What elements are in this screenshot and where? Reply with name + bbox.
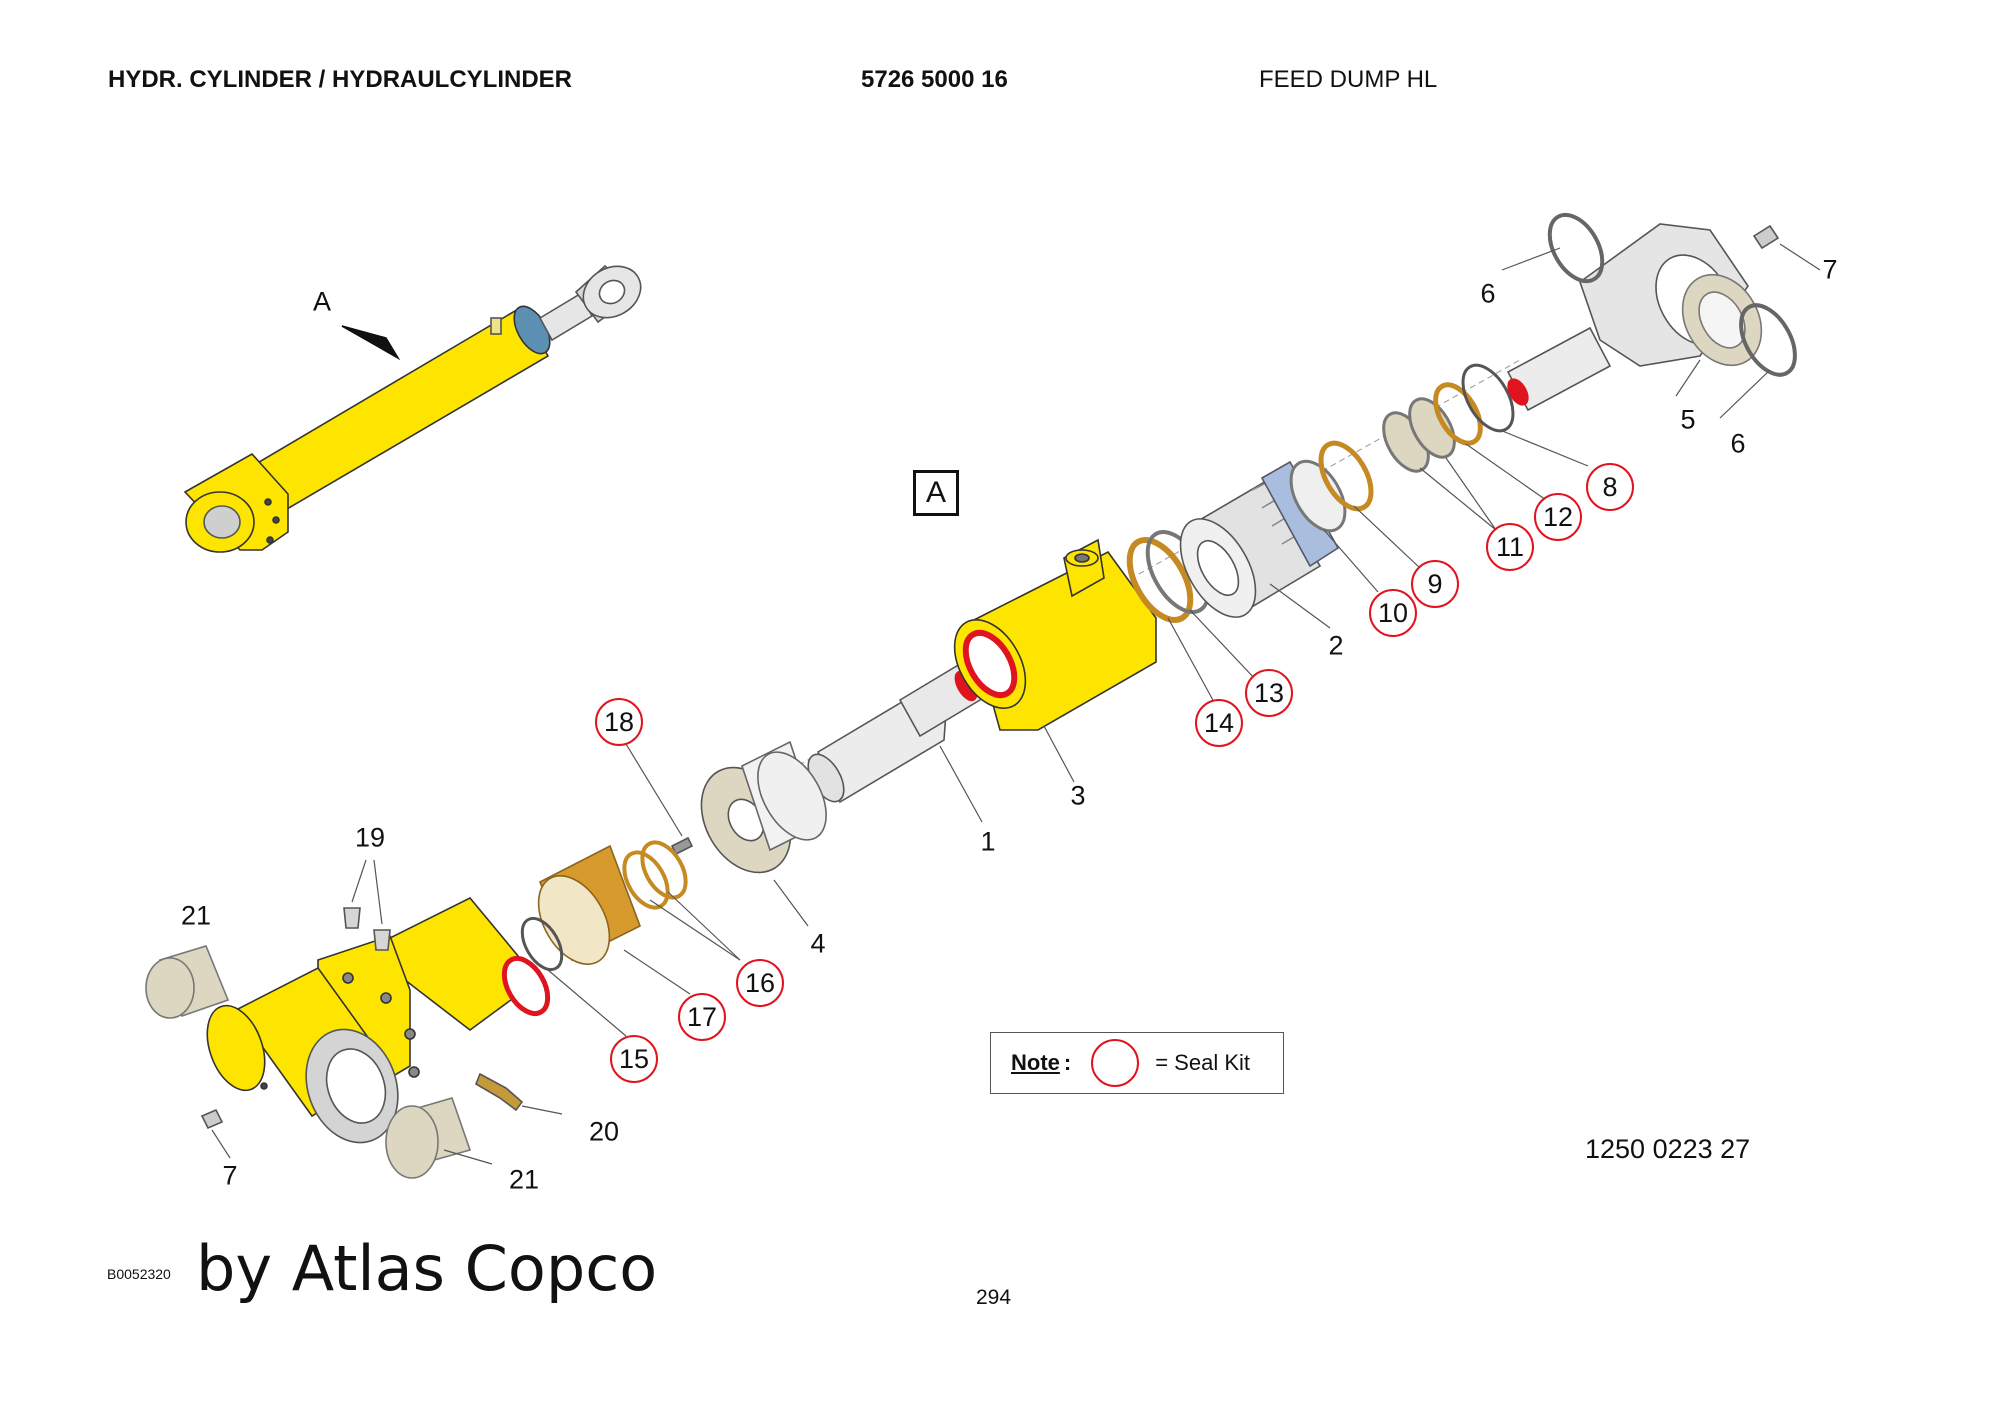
note-colon: :	[1063, 1050, 1072, 1075]
seal-ring-9	[1318, 440, 1374, 512]
callout-4: 4	[810, 928, 826, 959]
callout-15: 15	[610, 1035, 658, 1083]
piston	[700, 740, 827, 874]
plug-19a	[343, 907, 361, 929]
callout-18: 18	[595, 698, 643, 746]
callout-3: 3	[1070, 780, 1086, 811]
cylinder-head	[1179, 460, 1340, 618]
callout-14: 14	[1195, 699, 1243, 747]
rod-seal-12	[1433, 382, 1483, 446]
callout-19: 19	[354, 822, 386, 853]
callout-17: 17	[678, 993, 726, 1041]
drawing-number: 1250 0223 27	[1585, 1134, 1751, 1164]
page-number: 294	[976, 1286, 1012, 1309]
callout-20: 20	[588, 1116, 620, 1147]
header-part-number: 5726 5000 16	[861, 66, 1008, 93]
callout-13: 13	[1245, 669, 1293, 717]
callout-5: 5	[1680, 404, 1696, 435]
guide-band-17	[537, 844, 642, 965]
callout-6-right: 6	[1730, 428, 1746, 459]
valve-20	[475, 1072, 524, 1112]
callout-7-bottom: 7	[222, 1160, 238, 1191]
note-label: Note	[1011, 1050, 1060, 1075]
view-box-label: A	[913, 470, 959, 516]
assembled-cylinder	[183, 264, 642, 553]
callout-2: 2	[1328, 630, 1344, 661]
callout-1: 1	[980, 826, 996, 857]
o-ring-8	[1461, 363, 1515, 433]
callout-12: 12	[1534, 493, 1582, 541]
seal-kit-note: Note : = Seal Kit	[990, 1032, 1284, 1094]
seal-kit-ring-icon	[1091, 1039, 1140, 1087]
header-title: HYDR. CYLINDER / HYDRAULCYLINDER	[108, 66, 573, 93]
callout-21-left: 21	[180, 900, 212, 931]
rod-end-eye	[1506, 212, 1797, 412]
cylinder-tube	[953, 538, 1157, 731]
bottom-mount	[206, 897, 551, 1144]
callout-10: 10	[1369, 589, 1417, 637]
image-code: B0052320	[107, 1266, 171, 1282]
bushing-21-left	[145, 945, 230, 1019]
header-description: FEED DUMP HL	[1259, 66, 1438, 93]
piston-seal-16b	[640, 840, 688, 900]
plug-19b	[373, 929, 391, 951]
grease-nipple-7-bottom	[200, 1108, 224, 1130]
callout-21-right: 21	[508, 1164, 540, 1195]
callout-16: 16	[736, 959, 784, 1007]
note-text: = Seal Kit	[1155, 1050, 1250, 1075]
callout-9: 9	[1411, 560, 1459, 608]
wiper-ring-10	[1289, 459, 1347, 533]
piston-seal-16a	[622, 850, 670, 910]
watermark: by Atlas Copco	[196, 1232, 658, 1305]
o-ring-15	[520, 916, 564, 972]
bushing-21-right	[385, 1097, 472, 1179]
view-arrow-label: A	[312, 286, 332, 317]
guide-ring-11b	[1408, 397, 1456, 459]
callout-8: 8	[1586, 463, 1634, 511]
callout-7-top: 7	[1822, 254, 1838, 285]
o-ring-14	[1126, 537, 1194, 623]
callout-11: 11	[1486, 523, 1534, 571]
callout-6-top: 6	[1480, 278, 1496, 309]
